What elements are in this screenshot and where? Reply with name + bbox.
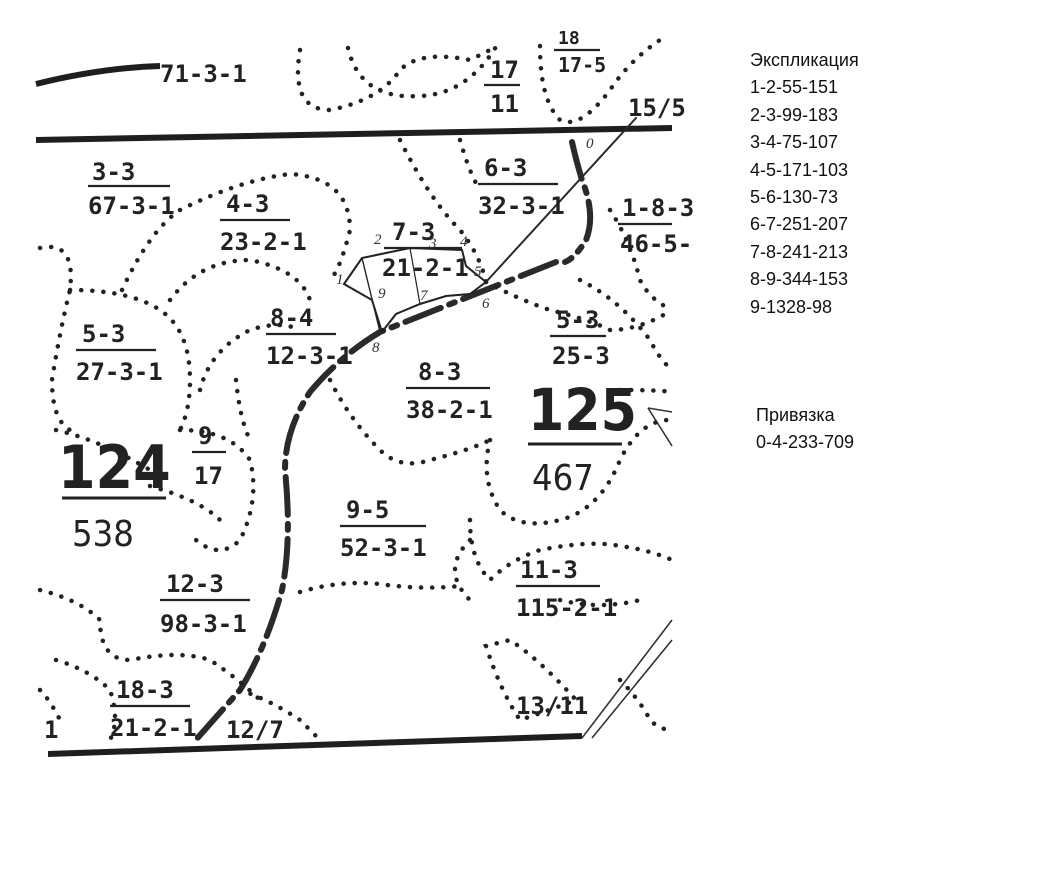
svg-text:124: 124 <box>58 433 171 503</box>
legend-item: 2-3-99-183 <box>750 104 839 125</box>
point-label-6: 6 <box>482 296 490 312</box>
svg-text:25-3: 25-3 <box>552 342 610 370</box>
allotment-label-3-3: 3-3 67-3-1 <box>88 158 175 220</box>
road-line <box>191 117 637 745</box>
svg-text:125: 125 <box>528 376 637 444</box>
svg-text:23-2-1: 23-2-1 <box>220 228 307 256</box>
traverse-points: 0 1 2 3 4 5 6 7 8 9 <box>336 136 594 356</box>
svg-text:12-3-1: 12-3-1 <box>266 342 353 370</box>
point-label-4: 4 <box>460 234 468 250</box>
quarter-124: 124 538 <box>58 433 171 555</box>
point-label-3: 3 <box>428 236 437 252</box>
svg-text:1-8-3: 1-8-3 <box>622 194 694 222</box>
point-label-7: 7 <box>420 288 429 304</box>
allotment-label-7-3: 7-3 21-2-1 <box>382 218 469 282</box>
point-label-9: 9 <box>378 286 386 302</box>
allotment-label-18-3: 18-3 21-2-1 <box>110 676 197 742</box>
legend-item: 6-7-251-207 <box>750 214 849 235</box>
allotment-label-5-3-east: 5-3 25-3 <box>550 306 610 370</box>
svg-text:32-3-1: 32-3-1 <box>478 192 565 220</box>
svg-text:8-3: 8-3 <box>418 358 461 386</box>
svg-text:18: 18 <box>558 28 580 49</box>
allotment-label-9-5: 9-5 52-3-1 <box>340 496 427 562</box>
svg-text:11-3: 11-3 <box>520 556 578 584</box>
svg-text:9-5: 9-5 <box>346 496 389 524</box>
anchor-block: Привязка 0-4-233-709 <box>756 402 854 456</box>
svg-text:13/11: 13/11 <box>516 692 588 720</box>
point-label-0: 0 <box>586 136 594 152</box>
legend-item: 9-1328-98 <box>750 296 833 317</box>
svg-text:5-3: 5-3 <box>556 306 599 334</box>
allotment-label-15-5: 15/5 <box>628 94 686 122</box>
svg-text:21-2-1: 21-2-1 <box>110 714 197 742</box>
svg-text:52-3-1: 52-3-1 <box>340 534 427 562</box>
svg-text:21-2-1: 21-2-1 <box>382 254 469 282</box>
allotment-borders <box>37 37 675 743</box>
allotment-labels: 71-3-1 17 11 18 17-5 15/5 3-3 67-3-1 4-3… <box>44 28 694 744</box>
svg-text:115-2-1: 115-2-1 <box>516 594 617 622</box>
svg-text:27-3-1: 27-3-1 <box>76 358 163 386</box>
explication-legend: Экспликация 1-2-55-151 2-3-99-183 3-4-75… <box>750 47 859 321</box>
svg-text:17: 17 <box>490 56 519 84</box>
allotment-label-17-11: 17 11 <box>484 56 520 118</box>
point-label-5: 5 <box>474 264 482 280</box>
legend-item: 7-8-241-213 <box>750 241 849 262</box>
anchor-value: 0-4-233-709 <box>756 432 855 452</box>
svg-text:17: 17 <box>194 462 223 490</box>
allotment-label-12-7: 12/7 <box>226 716 284 744</box>
allotment-label-9-17: 9 17 <box>192 422 226 490</box>
point-label-8: 8 <box>372 340 380 356</box>
svg-text:98-3-1: 98-3-1 <box>160 610 247 638</box>
legend-title: Экспликация <box>750 50 859 70</box>
svg-text:12/7: 12/7 <box>226 716 284 744</box>
svg-text:5-3: 5-3 <box>82 320 125 348</box>
svg-text:8-4: 8-4 <box>270 304 313 332</box>
svg-text:1: 1 <box>44 716 58 744</box>
allotment-label-8-4: 8-4 12-3-1 <box>266 304 353 370</box>
svg-text:467: 467 <box>532 458 594 499</box>
legend-item: 5-6-130-73 <box>750 187 839 208</box>
allotment-label-1-8-3: 1-8-3 46-5- <box>618 194 694 258</box>
svg-text:7-3: 7-3 <box>392 218 435 246</box>
svg-text:67-3-1: 67-3-1 <box>88 192 175 220</box>
point-label-1: 1 <box>336 272 344 288</box>
point-label-2: 2 <box>374 232 382 248</box>
legend-item: 3-4-75-107 <box>750 132 839 153</box>
svg-text:3-3: 3-3 <box>92 158 135 186</box>
allotment-label-8-3: 8-3 38-2-1 <box>406 358 493 424</box>
allotment-label-71-3-1: 71-3-1 <box>160 60 247 88</box>
svg-text:18-3: 18-3 <box>116 676 174 704</box>
legend-item: 4-5-171-103 <box>750 159 849 180</box>
legend-item: 1-2-55-151 <box>750 77 839 98</box>
svg-text:17-5: 17-5 <box>558 53 606 77</box>
anchor-title: Привязка <box>756 405 835 425</box>
allotment-label-1: 1 <box>44 716 58 744</box>
svg-text:6-3: 6-3 <box>484 154 527 182</box>
quarter-boundaries <box>35 63 673 757</box>
svg-text:15/5: 15/5 <box>628 94 686 122</box>
legend-item: 8-9-344-153 <box>750 269 849 290</box>
allotment-label-5-3-west: 5-3 27-3-1 <box>76 320 163 386</box>
allotment-label-13-11: 13/11 <box>516 692 588 720</box>
svg-text:9: 9 <box>198 422 212 450</box>
svg-text:46-5-: 46-5- <box>620 230 692 258</box>
allotment-label-6-3: 6-3 32-3-1 <box>478 154 565 220</box>
svg-text:38-2-1: 38-2-1 <box>406 396 493 424</box>
quarter-125: 125 467 <box>528 376 637 499</box>
allotment-label-11-3: 11-3 115-2-1 <box>516 556 617 622</box>
svg-text:71-3-1: 71-3-1 <box>160 60 247 88</box>
allotment-label-12-3: 12-3 98-3-1 <box>160 570 250 638</box>
allotment-label-4-3: 4-3 23-2-1 <box>220 190 307 256</box>
allotment-label-18-17-5: 18 17-5 <box>554 28 606 77</box>
svg-text:538: 538 <box>72 514 134 555</box>
svg-text:4-3: 4-3 <box>226 190 269 218</box>
svg-text:11: 11 <box>490 90 519 118</box>
svg-text:12-3: 12-3 <box>166 570 224 598</box>
